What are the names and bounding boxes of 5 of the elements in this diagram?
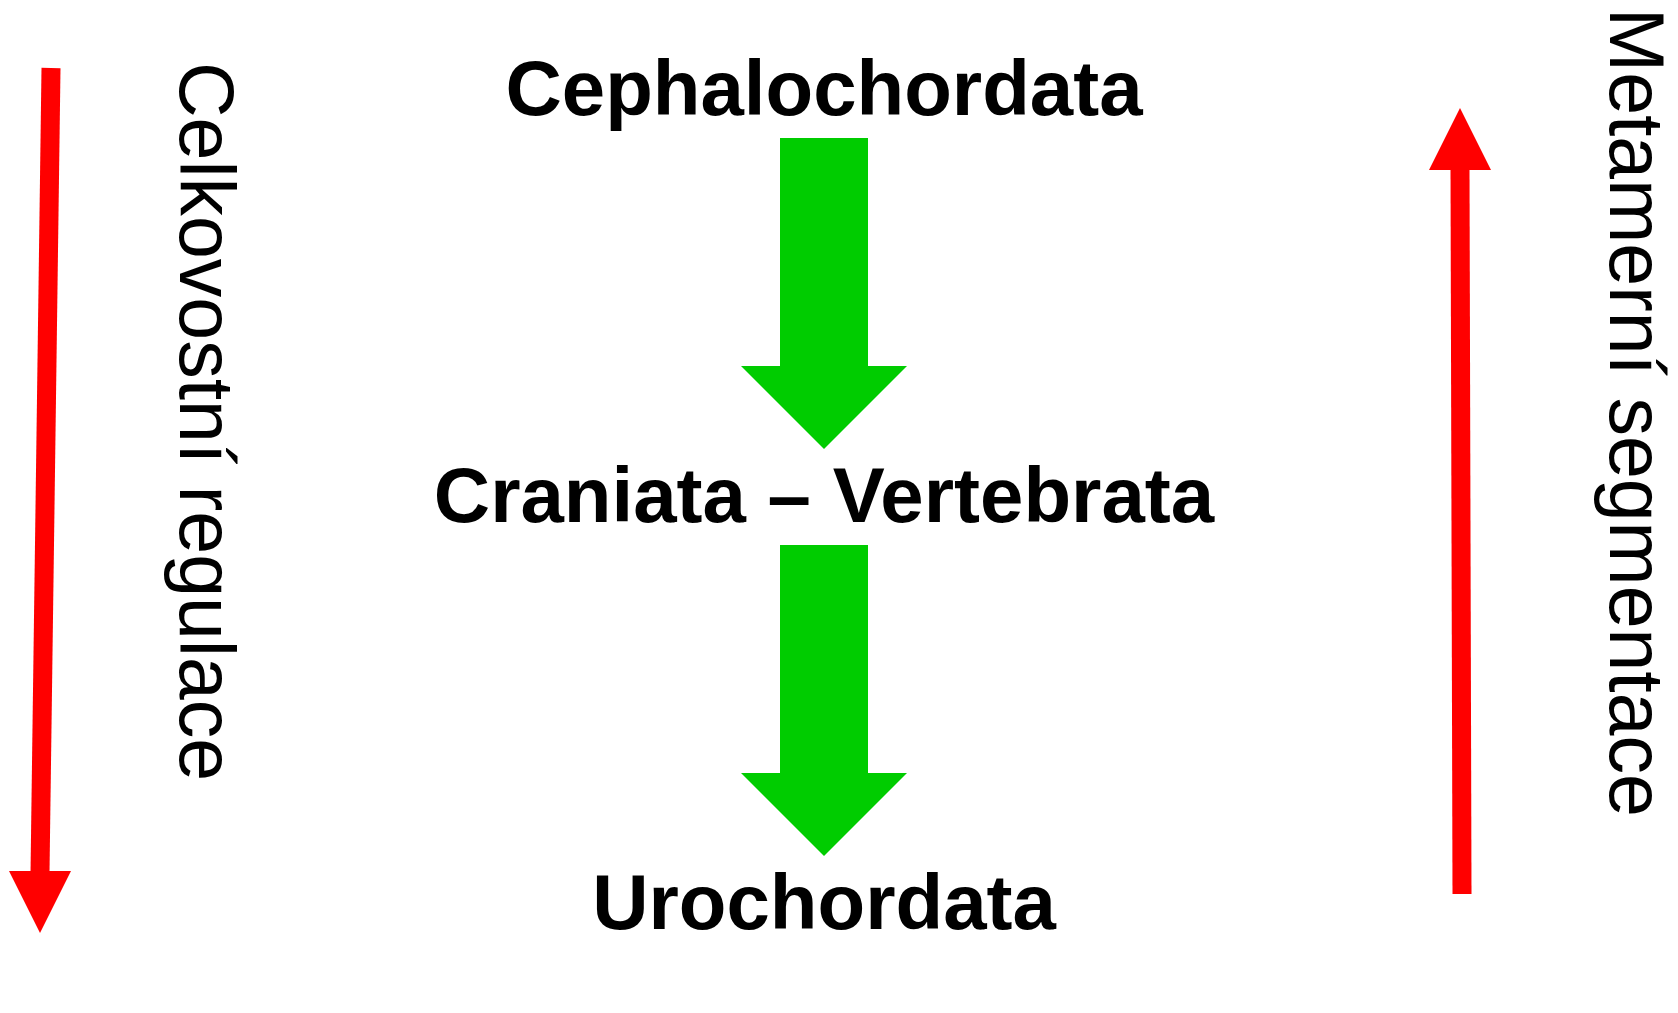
- block-arrow: [741, 544, 907, 856]
- taxon-label: Craniata – Vertebrata: [433, 455, 1215, 537]
- taxon-label: Cephalochordata: [505, 48, 1143, 130]
- block-arrow: [741, 137, 907, 449]
- taxon-label: Urochordata: [592, 862, 1056, 944]
